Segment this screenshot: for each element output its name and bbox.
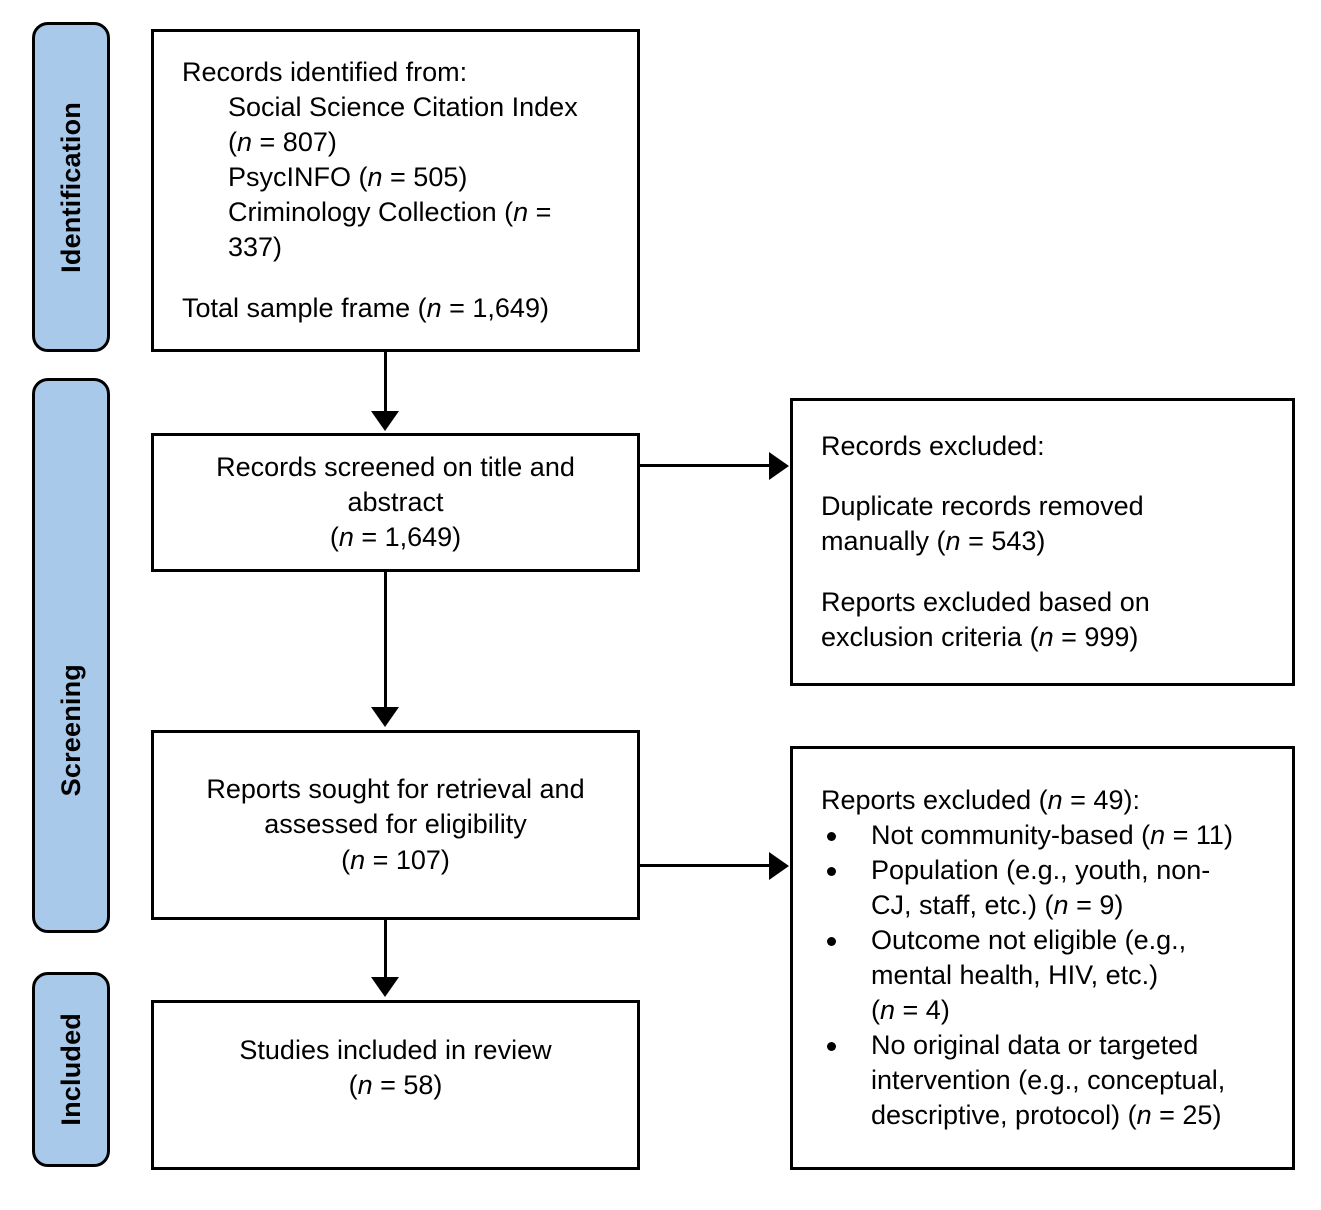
arrowhead-sought-to-reports-excluded bbox=[769, 852, 789, 880]
reason-3-line-2: mental health, HIV, etc.) bbox=[871, 960, 1159, 990]
reason-4-line-1: No original data or targeted bbox=[871, 1030, 1199, 1061]
total-sample-frame: Total sample frame (n = 1,649) bbox=[182, 293, 549, 324]
spacer-line bbox=[182, 265, 609, 291]
box-records-screened-text: Records screened on title and abstract (… bbox=[178, 450, 613, 555]
box-records-excluded: Records excluded: Duplicate records remo… bbox=[790, 398, 1295, 686]
reason-4-line-3: descriptive, protocol) (n = 25) bbox=[871, 1100, 1222, 1131]
connector-sought-to-included bbox=[384, 920, 387, 980]
source-1-count: (n = 807) bbox=[228, 127, 337, 158]
exclusion-reason-list: Not community-based (n = 11) Population … bbox=[821, 818, 1264, 1134]
reason-2-line-2: CJ, staff, etc.) (n = 9) bbox=[871, 889, 1124, 920]
connector-screened-to-sought bbox=[384, 572, 387, 710]
records-screened-line-2: abstract bbox=[347, 486, 444, 517]
spacer-line bbox=[821, 560, 1264, 586]
criteria-excluded-count: exclusion criteria (n = 999) bbox=[821, 622, 1139, 653]
reason-3-line-1: Outcome not eligible (e.g., bbox=[871, 924, 1187, 955]
exclusion-reason-item: Not community-based (n = 11) bbox=[821, 818, 1264, 853]
box-reports-sought: Reports sought for retrieval and assesse… bbox=[151, 730, 640, 920]
box-reports-excluded: Reports excluded (n = 49): Not community… bbox=[790, 746, 1295, 1170]
box-records-identified: Records identified from: Social Science … bbox=[151, 29, 640, 352]
arrowhead-sought-to-included bbox=[371, 977, 399, 997]
bullet-icon bbox=[827, 1042, 836, 1052]
duplicate-removed-count: manually (n = 543) bbox=[821, 526, 1046, 557]
box-reports-excluded-text: Reports excluded (n = 49): Not community… bbox=[821, 783, 1264, 1134]
records-screened-count: (n = 1,649) bbox=[329, 522, 462, 553]
records-excluded-heading: Records excluded: bbox=[821, 430, 1045, 461]
connector-sought-to-reports-excluded bbox=[640, 864, 771, 867]
reason-4-line-2: intervention (e.g., conceptual, bbox=[871, 1065, 1226, 1096]
reason-3-line-3: (n = 4) bbox=[871, 995, 950, 1026]
connector-screened-to-records-excluded bbox=[640, 464, 771, 467]
phase-label-screening: Screening bbox=[55, 664, 86, 797]
phase-pill-identification: Identification bbox=[32, 22, 110, 352]
reports-sought-line-1: Reports sought for retrieval and bbox=[206, 774, 585, 805]
arrowhead-screened-to-sought bbox=[371, 707, 399, 727]
spacer-line bbox=[821, 464, 1264, 490]
records-screened-line-1: Records screened on title and bbox=[216, 451, 575, 482]
source-2-name-count: PsycINFO (n = 505) bbox=[228, 162, 468, 193]
box-studies-included: Studies included in review (n = 58) bbox=[151, 1000, 640, 1170]
reason-2-line-1: Population (e.g., youth, non- bbox=[871, 854, 1211, 885]
exclusion-reason-item: No original data or targeted interventio… bbox=[821, 1028, 1264, 1133]
phase-label-included: Included bbox=[55, 1013, 86, 1126]
source-3-name-count: Criminology Collection (n = bbox=[228, 197, 552, 228]
arrowhead-screened-to-records-excluded bbox=[769, 452, 789, 480]
box-studies-included-text: Studies included in review (n = 58) bbox=[178, 1033, 613, 1103]
exclusion-reason-item: Outcome not eligible (e.g., mental healt… bbox=[821, 923, 1264, 1028]
box-records-identified-text: Records identified from: Social Science … bbox=[182, 55, 609, 326]
bullet-icon bbox=[827, 866, 836, 876]
bullet-icon bbox=[827, 831, 836, 841]
box-records-excluded-text: Records excluded: Duplicate records remo… bbox=[821, 429, 1264, 656]
studies-included-count: (n = 58) bbox=[348, 1070, 443, 1101]
phase-pill-screening: Screening bbox=[32, 378, 110, 933]
phase-pill-included: Included bbox=[32, 972, 110, 1167]
records-identified-heading: Records identified from: bbox=[182, 56, 468, 87]
criteria-excluded-line-1: Reports excluded based on bbox=[821, 587, 1150, 618]
connector-identified-to-screened bbox=[384, 352, 387, 414]
reason-1-text: Not community-based (n = 11) bbox=[871, 819, 1233, 850]
source-1-name: Social Science Citation Index bbox=[228, 91, 578, 122]
reports-sought-line-2: assessed for eligibility bbox=[264, 809, 527, 840]
studies-included-line-1: Studies included in review bbox=[239, 1035, 552, 1065]
box-reports-sought-text: Reports sought for retrieval and assesse… bbox=[178, 772, 613, 877]
source-3-count-overflow: 337) bbox=[228, 232, 283, 263]
box-records-screened: Records screened on title and abstract (… bbox=[151, 433, 640, 572]
bullet-icon bbox=[827, 936, 836, 946]
reports-sought-count: (n = 107) bbox=[341, 844, 450, 875]
duplicate-removed-line-1: Duplicate records removed bbox=[821, 491, 1144, 522]
reports-excluded-heading: Reports excluded (n = 49): bbox=[821, 784, 1140, 815]
phase-label-identification: Identification bbox=[55, 101, 86, 273]
arrowhead-identified-to-screened bbox=[371, 411, 399, 431]
exclusion-reason-item: Population (e.g., youth, non- CJ, staff,… bbox=[821, 853, 1264, 923]
